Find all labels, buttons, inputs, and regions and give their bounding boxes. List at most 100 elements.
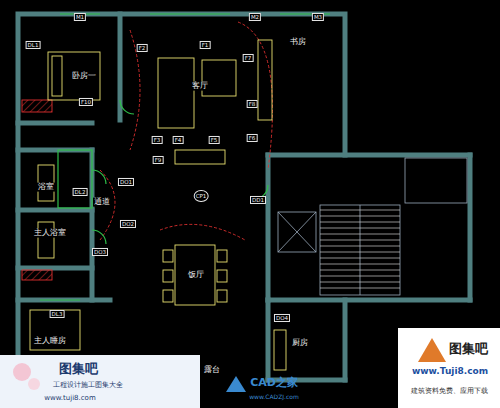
furniture <box>217 270 227 282</box>
room-name: 露台 <box>203 366 221 375</box>
walls <box>468 155 473 300</box>
watermark-panels <box>418 338 446 362</box>
wall-lines <box>278 212 316 252</box>
walls <box>268 153 470 158</box>
walls <box>18 121 92 126</box>
watermark-panels <box>0 328 500 408</box>
callout-tag: M2 <box>249 13 261 21</box>
callout-tag: F6 <box>247 134 258 142</box>
watermark: 图集吧 <box>449 342 488 356</box>
stair-treads <box>320 270 400 271</box>
walls <box>266 300 271 380</box>
room-name: 饭厅 <box>187 271 205 280</box>
watermark: www.Tuji8.com <box>412 367 488 377</box>
room-name: 主人睡房 <box>33 337 67 346</box>
callout-tag: DO2 <box>120 220 136 228</box>
furniture <box>30 310 80 350</box>
furniture <box>163 250 173 262</box>
stair-treads <box>320 210 400 288</box>
stair-treads <box>320 258 400 259</box>
wall-lines <box>278 158 467 295</box>
room-name: 主人浴室 <box>33 229 67 238</box>
doors-windows <box>150 13 230 14</box>
room-name: 客厅 <box>191 82 209 91</box>
watermark-panels <box>398 328 500 408</box>
furniture <box>38 165 54 201</box>
stair-treads <box>320 264 400 265</box>
doors-windows <box>58 150 92 208</box>
callout-circle: CP1 <box>194 190 209 202</box>
stair-treads <box>320 288 400 289</box>
doors-windows <box>40 299 80 300</box>
stair-treads <box>320 282 400 283</box>
walls <box>266 155 271 300</box>
doors-windows <box>40 14 330 300</box>
wall-lines <box>320 205 400 295</box>
callout-tag: DD1 <box>250 196 266 204</box>
walls <box>18 14 345 355</box>
callout-tag: DO4 <box>274 314 290 322</box>
doors-windows <box>92 230 106 244</box>
walls <box>343 300 348 380</box>
room-name: 书房 <box>289 38 307 47</box>
callout-tag: F9 <box>153 156 164 164</box>
callout-tag: DO3 <box>92 248 108 256</box>
room-name: 浴室 <box>37 183 55 192</box>
furniture <box>158 58 194 128</box>
watermark: www.CADZJ.com <box>249 394 299 401</box>
red-wiring <box>22 270 52 280</box>
watermark: 工程设计施工图集大全 <box>53 382 123 390</box>
watermark: CAD之家 <box>250 377 298 389</box>
callout-tag: DL1 <box>26 41 41 49</box>
stair-treads <box>320 228 400 229</box>
stair-treads <box>320 276 400 277</box>
watermark: 建筑资料免费、应用下载 <box>411 388 488 396</box>
stair-treads <box>320 222 400 223</box>
walls <box>18 298 110 303</box>
callout-tag: DO1 <box>118 178 134 186</box>
red-wiring <box>160 224 245 240</box>
furniture <box>217 250 227 262</box>
furniture <box>217 290 227 302</box>
callout-tag: F3 <box>152 136 163 144</box>
furniture <box>163 290 173 302</box>
doors-windows <box>120 100 134 114</box>
callout-tag: F7 <box>243 54 254 62</box>
wall-lines <box>278 212 316 252</box>
stair-treads <box>320 210 400 211</box>
stair-treads <box>320 216 400 217</box>
furniture <box>202 60 236 96</box>
room-name: 厨房 <box>291 339 309 348</box>
wall-lines <box>278 212 316 252</box>
watermark-panels <box>0 355 200 408</box>
furniture <box>175 245 215 305</box>
furniture <box>30 40 286 370</box>
furniture <box>48 52 100 100</box>
callout-tag: F8 <box>247 100 258 108</box>
walls <box>268 298 470 303</box>
furniture <box>163 270 173 282</box>
furniture <box>52 56 62 96</box>
furniture <box>274 330 286 370</box>
room-name: 通道 <box>93 198 111 207</box>
callout-tag: F1 <box>200 41 211 49</box>
callout-tag: F4 <box>173 136 184 144</box>
callout-tag: F10 <box>79 98 93 106</box>
stair-treads <box>320 252 400 253</box>
stair-treads <box>320 246 400 247</box>
furniture <box>175 150 225 164</box>
callout-tag: F2 <box>137 44 148 52</box>
wall-lines <box>360 205 361 295</box>
wall-lines <box>405 158 467 203</box>
callout-tag: DL2 <box>73 188 88 196</box>
stair-treads <box>320 240 400 241</box>
watermark: 图集吧 <box>59 362 98 376</box>
room-name: 卧房一 <box>71 72 97 81</box>
furniture <box>258 40 272 120</box>
furniture <box>38 222 54 258</box>
watermark-panels <box>13 363 31 381</box>
watermark: www.tuji8.com <box>44 395 95 403</box>
red-wiring <box>22 100 52 112</box>
